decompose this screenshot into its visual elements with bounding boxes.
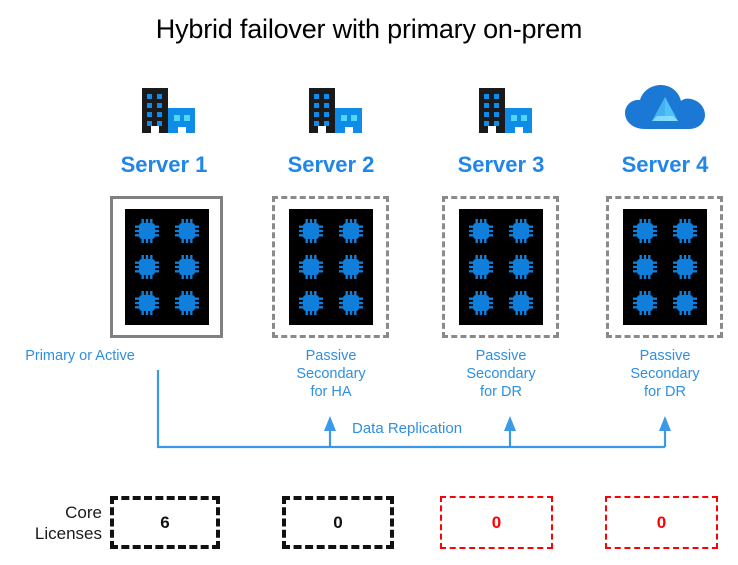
cpu-chip-icon xyxy=(338,291,363,315)
server-2-caption: Passive Secondary for HA xyxy=(251,347,411,401)
server-1-cpu-grid xyxy=(124,209,209,325)
server-3-cpu-grid xyxy=(458,209,543,325)
server-2-cpu-grid xyxy=(288,209,373,325)
server-3-label: Server 3 xyxy=(457,152,545,177)
data-replication-label: Data Replication xyxy=(352,420,463,437)
server-1-label: Server 1 xyxy=(120,152,208,177)
cpu-chip-icon xyxy=(468,255,493,279)
server-4-cpu-grid xyxy=(622,209,707,325)
replication-arrow-head xyxy=(324,416,336,431)
cpu-chip-icon xyxy=(672,219,697,243)
office-building-icon xyxy=(309,88,362,133)
core-licenses-label-line1: Core xyxy=(65,503,102,522)
core-licenses-value-server-1: 6 xyxy=(110,496,220,549)
server-4-caption: Passive Secondary for DR xyxy=(585,347,738,401)
server-2-rack xyxy=(272,196,389,338)
cpu-chip-icon xyxy=(508,255,533,279)
server-4-rack xyxy=(606,196,723,338)
cpu-chip-icon xyxy=(134,255,159,279)
server-1-rack xyxy=(110,196,223,338)
server-1-icon-slot xyxy=(84,82,244,134)
cpu-chip-icon xyxy=(632,255,657,279)
caption-line: Secondary xyxy=(630,366,700,382)
cpu-chip-icon xyxy=(468,219,493,243)
caption-line: Primary or Active xyxy=(25,348,135,364)
caption-line: Secondary xyxy=(296,366,366,382)
server-4-label: Server 4 xyxy=(621,152,709,177)
core-licenses-value-server-4: 0 xyxy=(605,496,718,549)
cpu-chip-icon xyxy=(298,219,323,243)
cpu-chip-icon xyxy=(338,219,363,243)
core-licenses-value-server-2: 0 xyxy=(282,496,394,549)
office-building-icon xyxy=(479,88,532,133)
caption-line: for DR xyxy=(644,384,686,400)
server-3-rack xyxy=(442,196,559,338)
cpu-chip-icon xyxy=(632,219,657,243)
office-building-icon xyxy=(142,88,195,133)
caption-line: for DR xyxy=(480,384,522,400)
server-1-caption: Primary or Active xyxy=(0,347,166,365)
server-4-icon-slot xyxy=(585,82,738,134)
cpu-chip-icon xyxy=(298,291,323,315)
cpu-chip-icon xyxy=(174,291,199,315)
cpu-chip-icon xyxy=(298,255,323,279)
replication-arrow-head xyxy=(504,416,516,431)
cpu-chip-icon xyxy=(338,255,363,279)
cpu-chip-icon xyxy=(508,291,533,315)
core-licenses-value-server-3: 0 xyxy=(440,496,553,549)
caption-line: for HA xyxy=(310,384,352,400)
page-title: Hybrid failover with primary on-prem xyxy=(155,14,583,44)
server-3-icon-slot xyxy=(421,82,581,134)
server-2-label: Server 2 xyxy=(287,152,375,177)
cpu-chip-icon xyxy=(508,219,533,243)
cpu-chip-icon xyxy=(134,219,159,243)
cpu-chip-icon xyxy=(672,291,697,315)
cpu-chip-icon xyxy=(632,291,657,315)
caption-line: Passive xyxy=(639,348,691,364)
core-licenses-row-label: Core Licenses xyxy=(10,502,102,544)
cpu-chip-icon xyxy=(672,255,697,279)
core-licenses-label-line2: Licenses xyxy=(34,524,102,543)
replication-arrow-head xyxy=(659,416,671,431)
cpu-chip-icon xyxy=(174,255,199,279)
caption-line: Passive xyxy=(305,348,357,364)
server-2-icon-slot xyxy=(251,82,411,134)
azure-cloud-icon xyxy=(625,85,705,129)
server-3-caption: Passive Secondary for DR xyxy=(421,347,581,401)
cpu-chip-icon xyxy=(174,219,199,243)
caption-line: Passive xyxy=(475,348,527,364)
cpu-chip-icon xyxy=(468,291,493,315)
cpu-chip-icon xyxy=(134,291,159,315)
caption-line: Secondary xyxy=(466,366,536,382)
